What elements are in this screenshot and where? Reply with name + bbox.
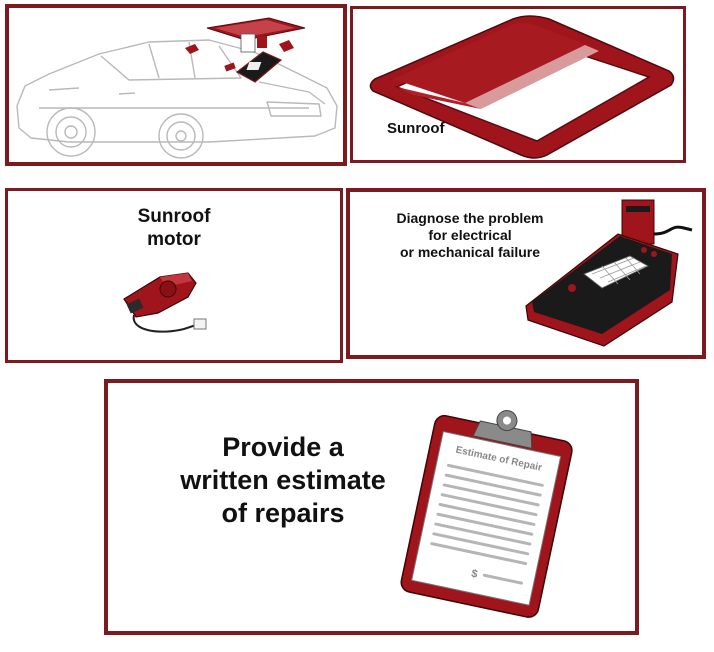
diagnose-line1: Diagnose the problem <box>396 210 544 226</box>
sunroof-frame-icon <box>369 15 675 159</box>
sunroof-motor-label-line2: motor <box>147 229 201 250</box>
sunroof-motor-panel: Sunroof motor <box>5 188 343 363</box>
sunroof-parts-icon <box>185 17 306 72</box>
car-illustration-panel <box>5 4 347 166</box>
estimate-line3: of repairs <box>221 498 345 528</box>
estimate-line2: written estimate <box>180 465 386 495</box>
estimate-panel: Provide a written estimate of repairs Es… <box>104 379 639 635</box>
sunroof-panel: Sunroof <box>350 6 686 163</box>
diagnose-line2: for electrical <box>428 227 512 243</box>
diagnostic-scanner-icon <box>525 199 693 347</box>
diagnose-line3: or mechanical failure <box>399 244 541 260</box>
currency-symbol: $ <box>470 568 478 581</box>
diagnose-panel: Diagnose the problem for electrical or m… <box>346 188 706 359</box>
sunroof-label: Sunroof <box>387 120 445 137</box>
car-icon <box>16 17 338 159</box>
sunroof-motor-icon <box>123 272 207 333</box>
diagnostic-scanner-icon <box>235 51 283 83</box>
estimate-line1: Provide a <box>222 432 344 462</box>
sunroof-motor-label-line1: Sunroof <box>137 206 211 227</box>
clipboard-icon: Estimate of Repair $ <box>400 410 573 618</box>
